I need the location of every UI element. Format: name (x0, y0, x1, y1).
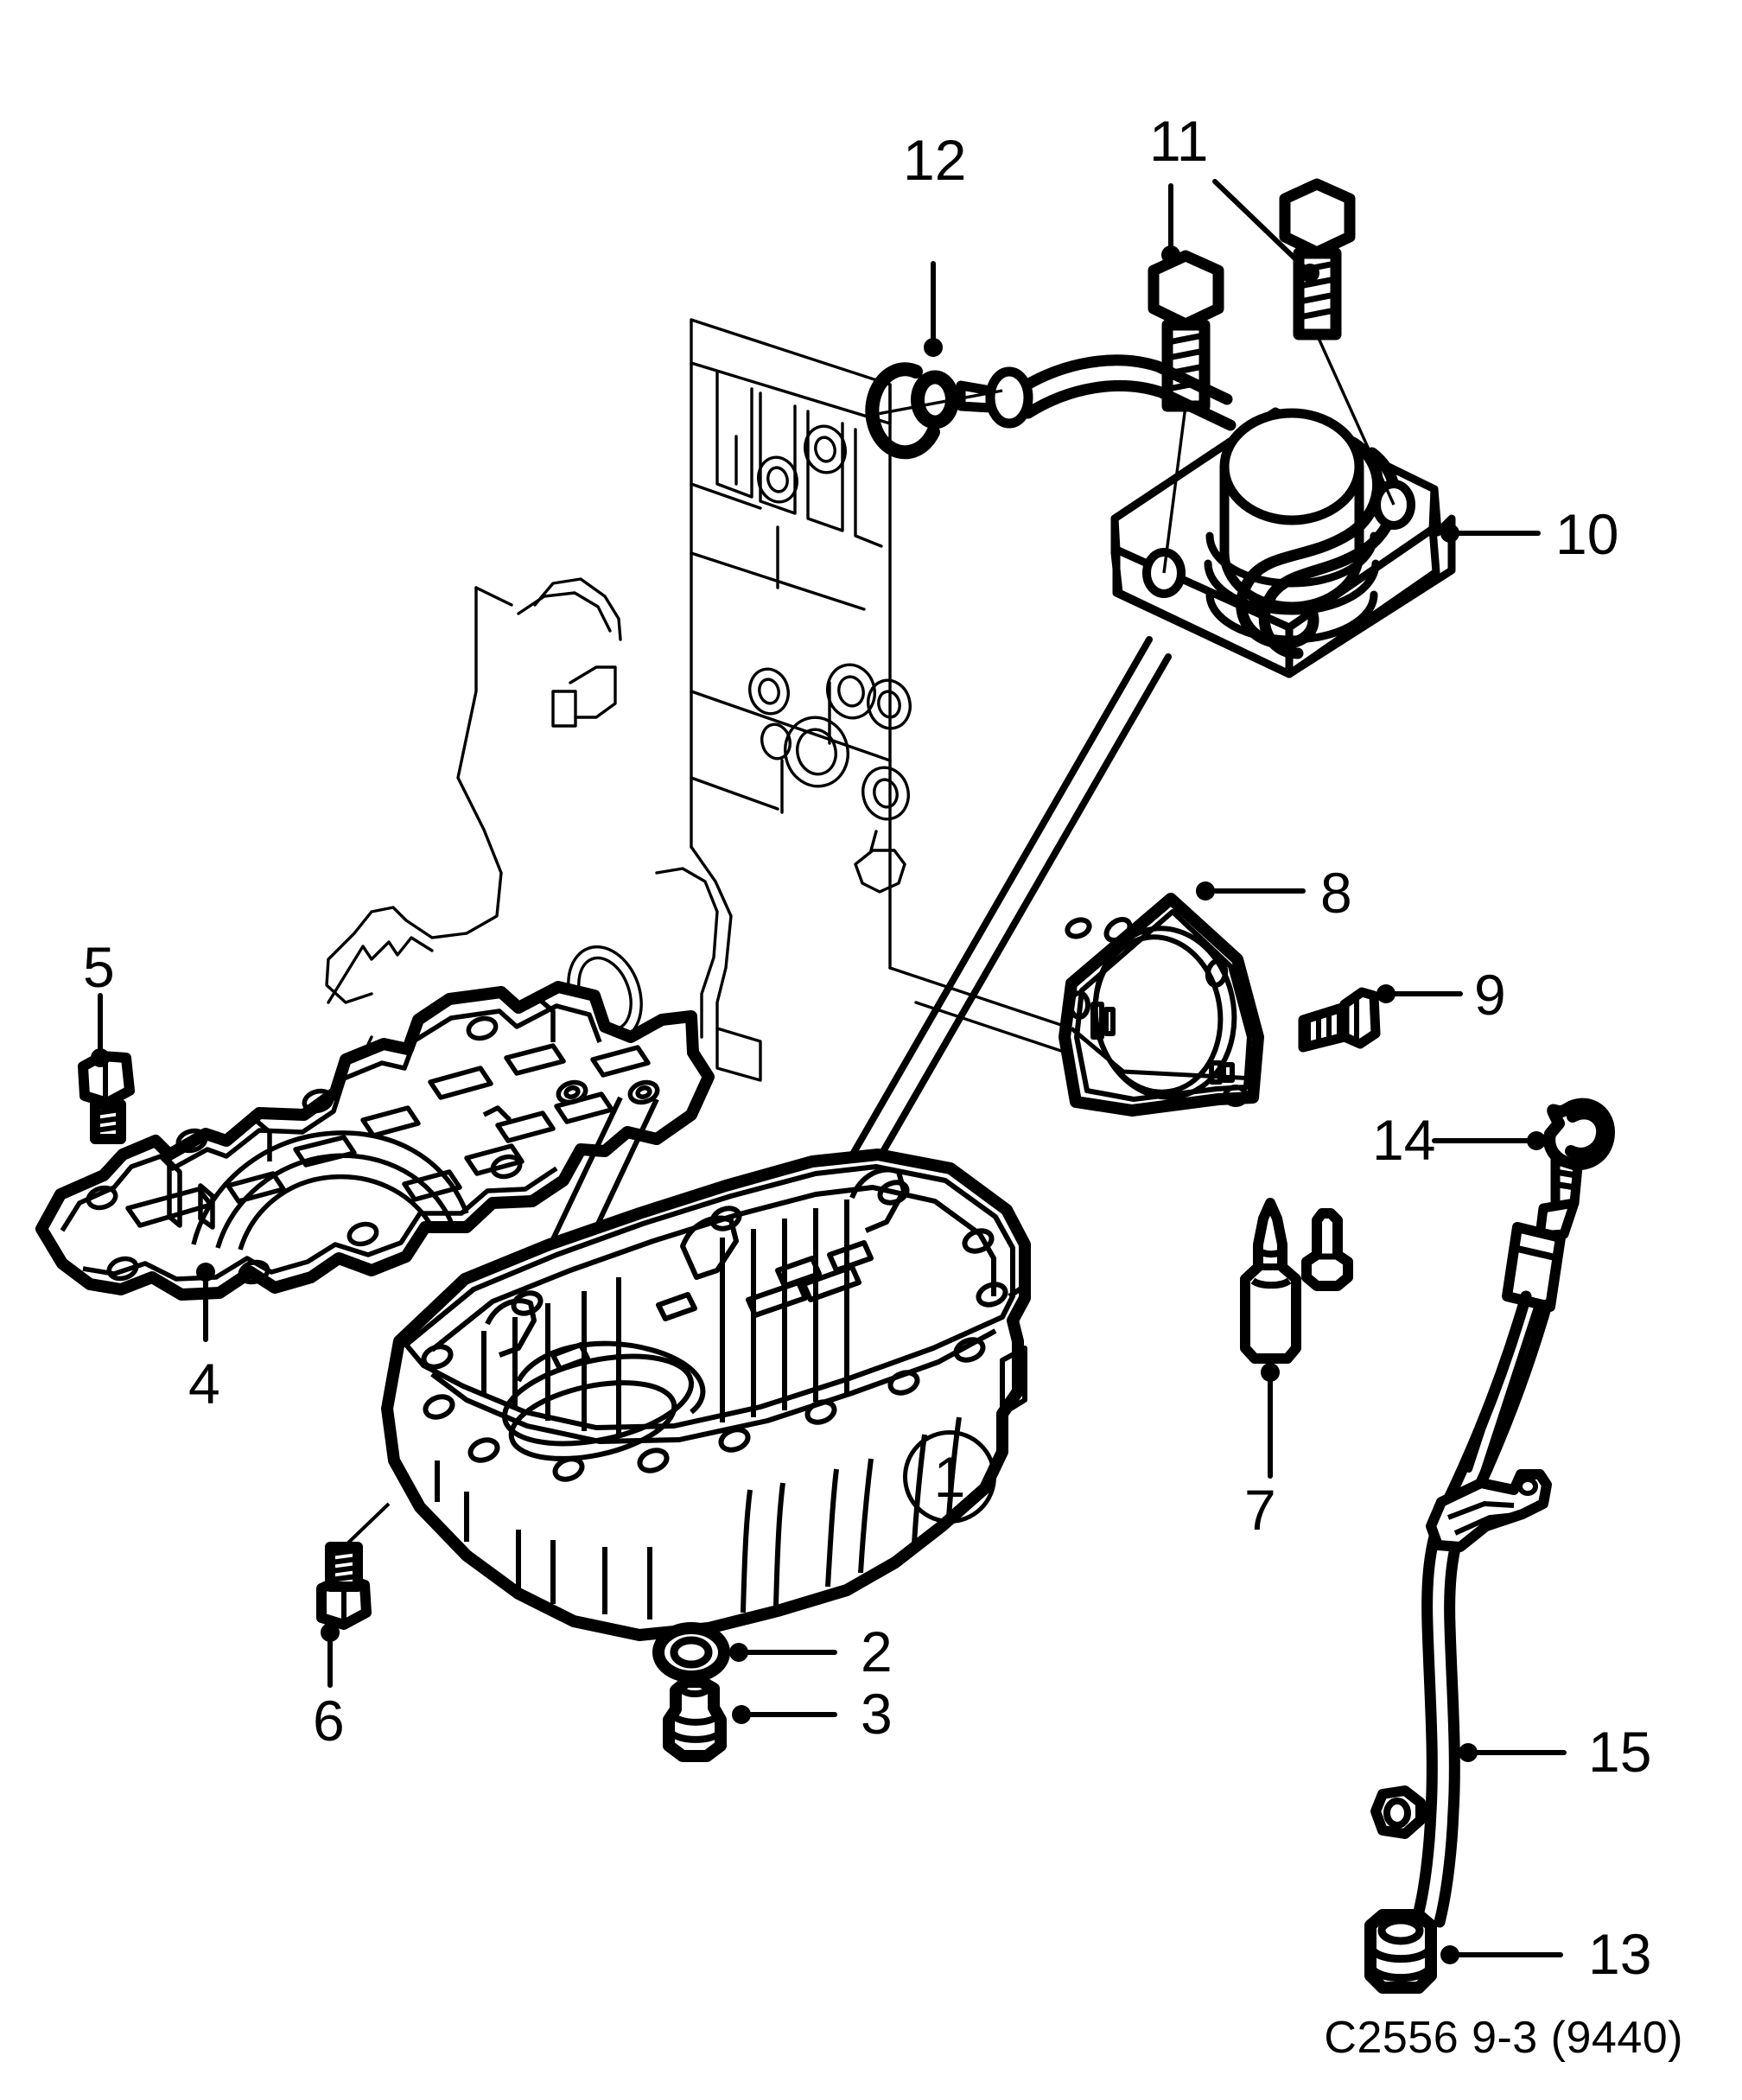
callout-label-10: 10 (1555, 502, 1619, 566)
drain-plug-sealing-washer-bore (670, 1636, 713, 1669)
callout-label-6: 6 (313, 1689, 345, 1753)
dipstick-tube-lower-bracket-hole (1383, 1798, 1411, 1829)
dipstick-tube-bracket-detail (1446, 1477, 1538, 1536)
callout-label-15: 15 (1588, 1720, 1652, 1784)
dipstick-tube-collar-rim (1513, 1244, 1560, 1262)
oil-pan-bolt-install-line (342, 1502, 391, 1549)
callout-label-1: 1 (903, 1430, 996, 1524)
callout-label-3: 3 (861, 1682, 893, 1746)
oil-baffle-windage-tray[interactable] (35, 981, 715, 1301)
diagram-caption: C2556 9-3 (9440) (1324, 2013, 1683, 2063)
callout-label-7: 7 (1244, 1478, 1276, 1542)
seal-housing-bolt[interactable] (1298, 987, 1381, 1053)
callout-label-8: 8 (1320, 861, 1352, 925)
dipstick-guide-tube[interactable] (1411, 1290, 1553, 1928)
dipstick-tube-collar (1502, 1222, 1566, 1312)
oil-pan-bolt-threads (328, 1548, 359, 1624)
sealant-bottle-detail (1250, 1247, 1292, 1289)
callout-label-11: 11 (1149, 109, 1209, 173)
callout-label-9: 9 (1474, 963, 1506, 1027)
oil-drain-plug-detail (667, 1677, 724, 1743)
seal-housing-detail (1065, 909, 1256, 1107)
callout-label-13: 13 (1588, 1922, 1652, 1986)
oil-pump-pickup-assembly[interactable] (1110, 407, 1456, 678)
dipstick-tube-grommet-detail (1369, 1916, 1433, 1982)
seal-housing-bolt-threads (1306, 993, 1359, 1048)
callout-label-14: 14 (1372, 1108, 1436, 1172)
dipstick-neck-rings (1553, 1168, 1577, 1191)
engine-block-reference-outline (325, 318, 1073, 1086)
callout-label-4: 4 (188, 1352, 220, 1416)
oil-pickup-tube (1017, 354, 1237, 431)
callout-leader-lines (91, 179, 1567, 1964)
sealant-bottle-cap[interactable] (1301, 1208, 1353, 1291)
callout-label-12: 12 (903, 128, 967, 192)
callout-label-5: 5 (83, 935, 115, 999)
callout-label-2: 2 (861, 1620, 893, 1683)
bolt-install-centerlines (1162, 334, 1396, 574)
sealant-bottle[interactable] (1240, 1198, 1301, 1364)
oil-baffle-surface-detail (60, 998, 660, 1285)
clip-install-line (872, 389, 1003, 417)
baffle-bolt-threads (93, 1060, 123, 1133)
pickup-tube-long-run (805, 636, 1172, 1248)
